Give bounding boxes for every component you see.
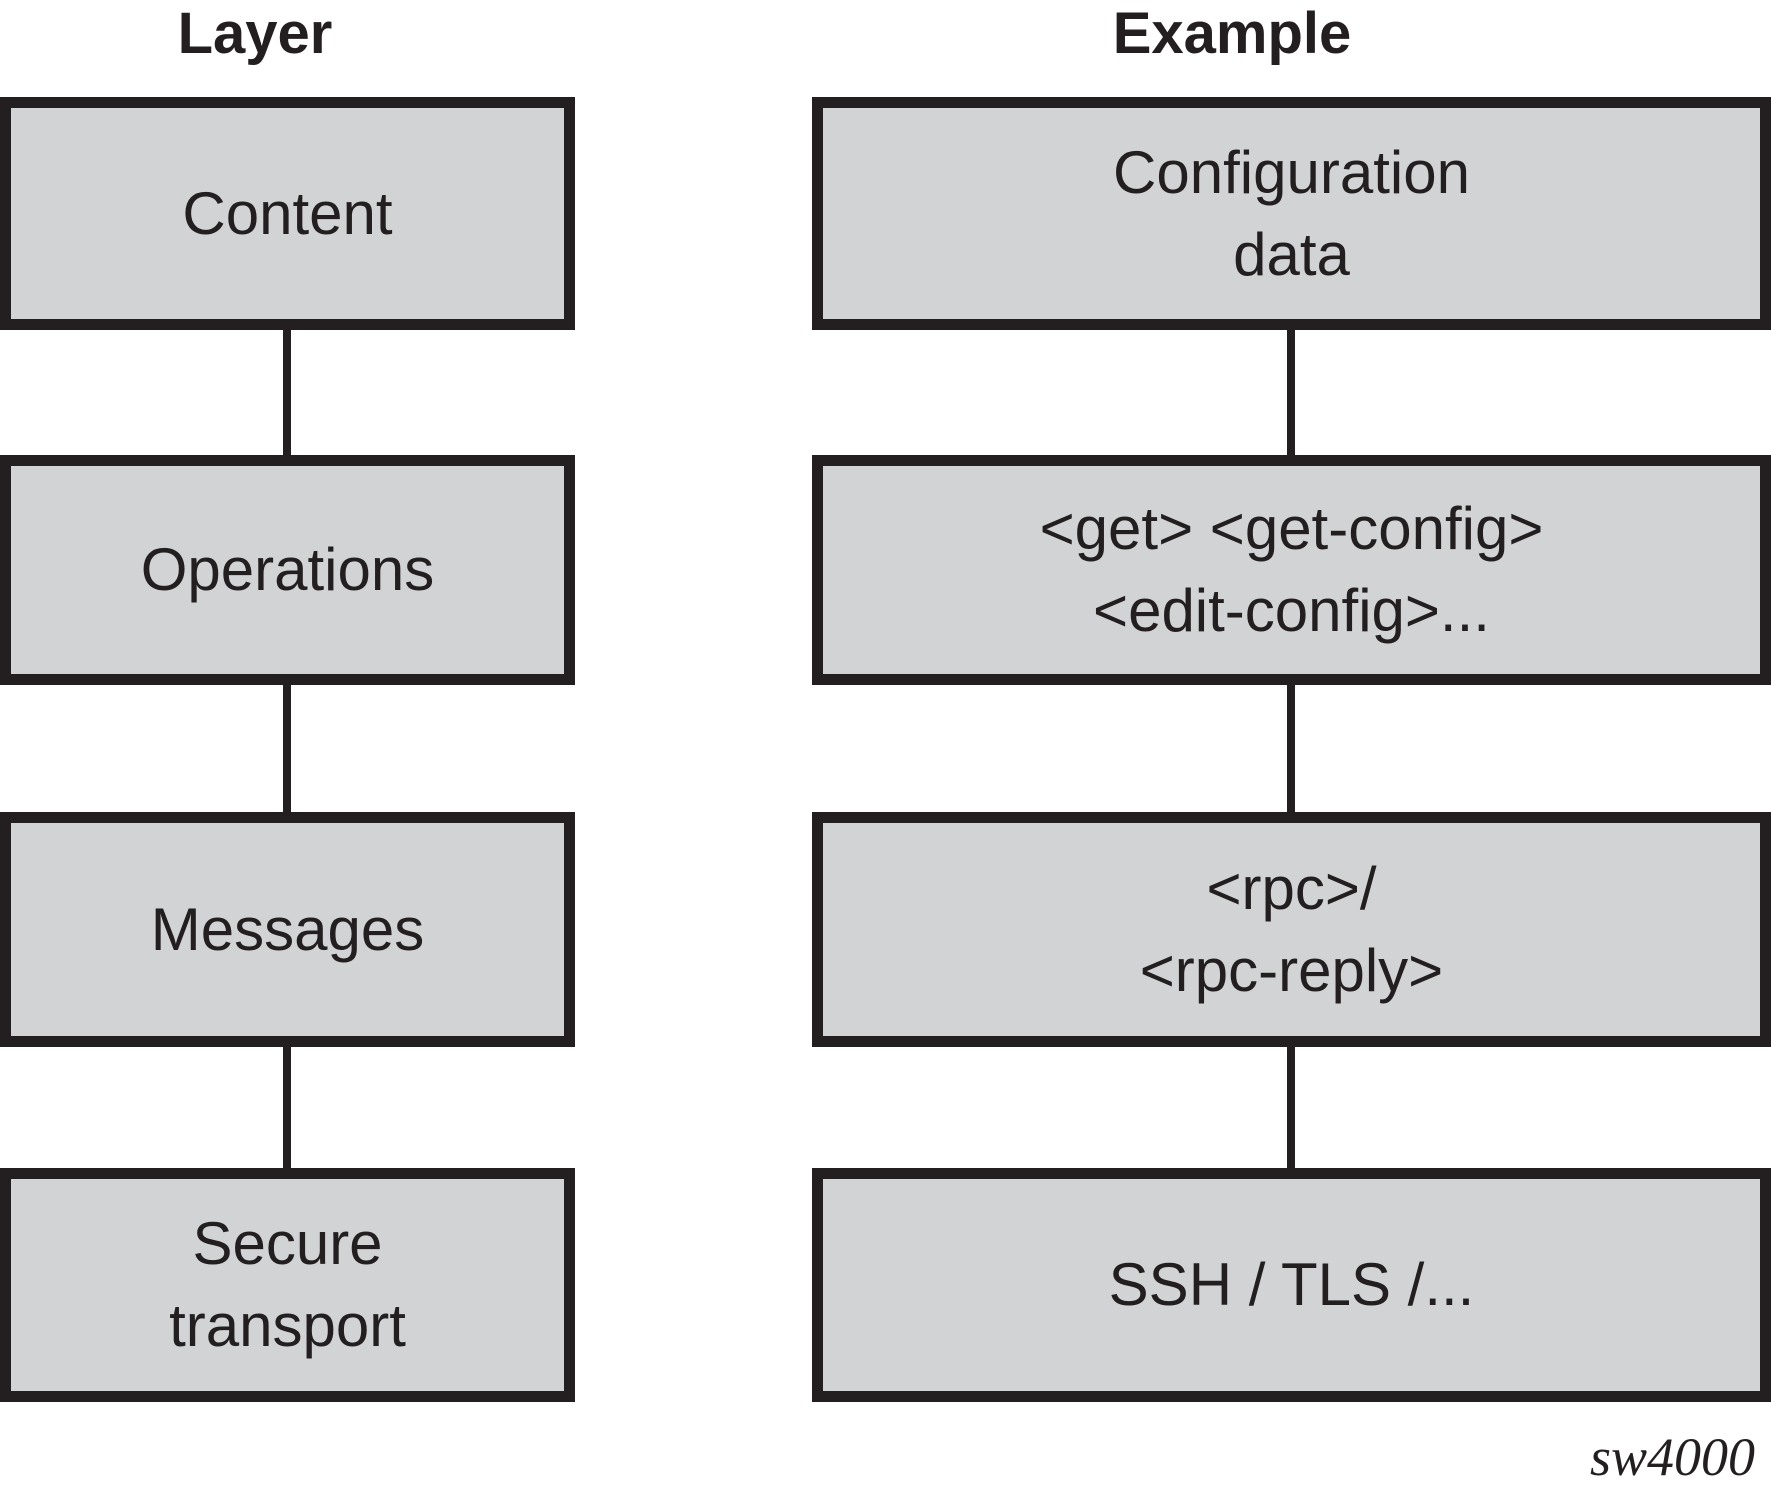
column-header-example: Example xyxy=(1112,1,1352,66)
connector-line xyxy=(1287,1047,1295,1168)
box-label-line: Configuration xyxy=(1113,138,1470,206)
connector-line xyxy=(1287,330,1295,455)
box-label-line: <rpc-reply> xyxy=(1139,936,1444,1004)
box-label-line: <get> <get-config> xyxy=(1039,495,1544,562)
example-box-ssh-tls: SSH / TLS /... xyxy=(812,1168,1771,1402)
connector-line xyxy=(283,330,291,455)
layer-box-operations: Operations xyxy=(0,455,575,685)
connector-line xyxy=(283,685,291,812)
box-label-line: Operations xyxy=(140,536,435,603)
box-label-line: Secure xyxy=(192,1210,383,1277)
box-label-line: data xyxy=(1233,220,1350,288)
layer-box-secure-transport: Secure transport xyxy=(0,1168,575,1402)
box-label-line: <rpc>/ xyxy=(1206,854,1377,922)
example-box-configuration-data: Configuration data xyxy=(812,97,1771,330)
example-box-operations: <get> <get-config> <edit-config>... xyxy=(812,455,1771,685)
connector-line xyxy=(283,1047,291,1168)
column-header-layer: Layer xyxy=(177,1,333,66)
box-label-line: Content xyxy=(182,179,393,247)
layer-box-content: Content xyxy=(0,97,575,330)
box-label-line: SSH / TLS /... xyxy=(1108,1251,1475,1318)
box-label-line: <edit-config>... xyxy=(1093,577,1490,644)
box-label-line: transport xyxy=(169,1292,406,1359)
example-box-rpc: <rpc>/ <rpc-reply> xyxy=(812,812,1771,1047)
connector-line xyxy=(1287,685,1295,812)
figure-id-watermark: sw4000 xyxy=(1589,1427,1755,1487)
box-label-line: Messages xyxy=(150,895,425,963)
layer-box-messages: Messages xyxy=(0,812,575,1047)
